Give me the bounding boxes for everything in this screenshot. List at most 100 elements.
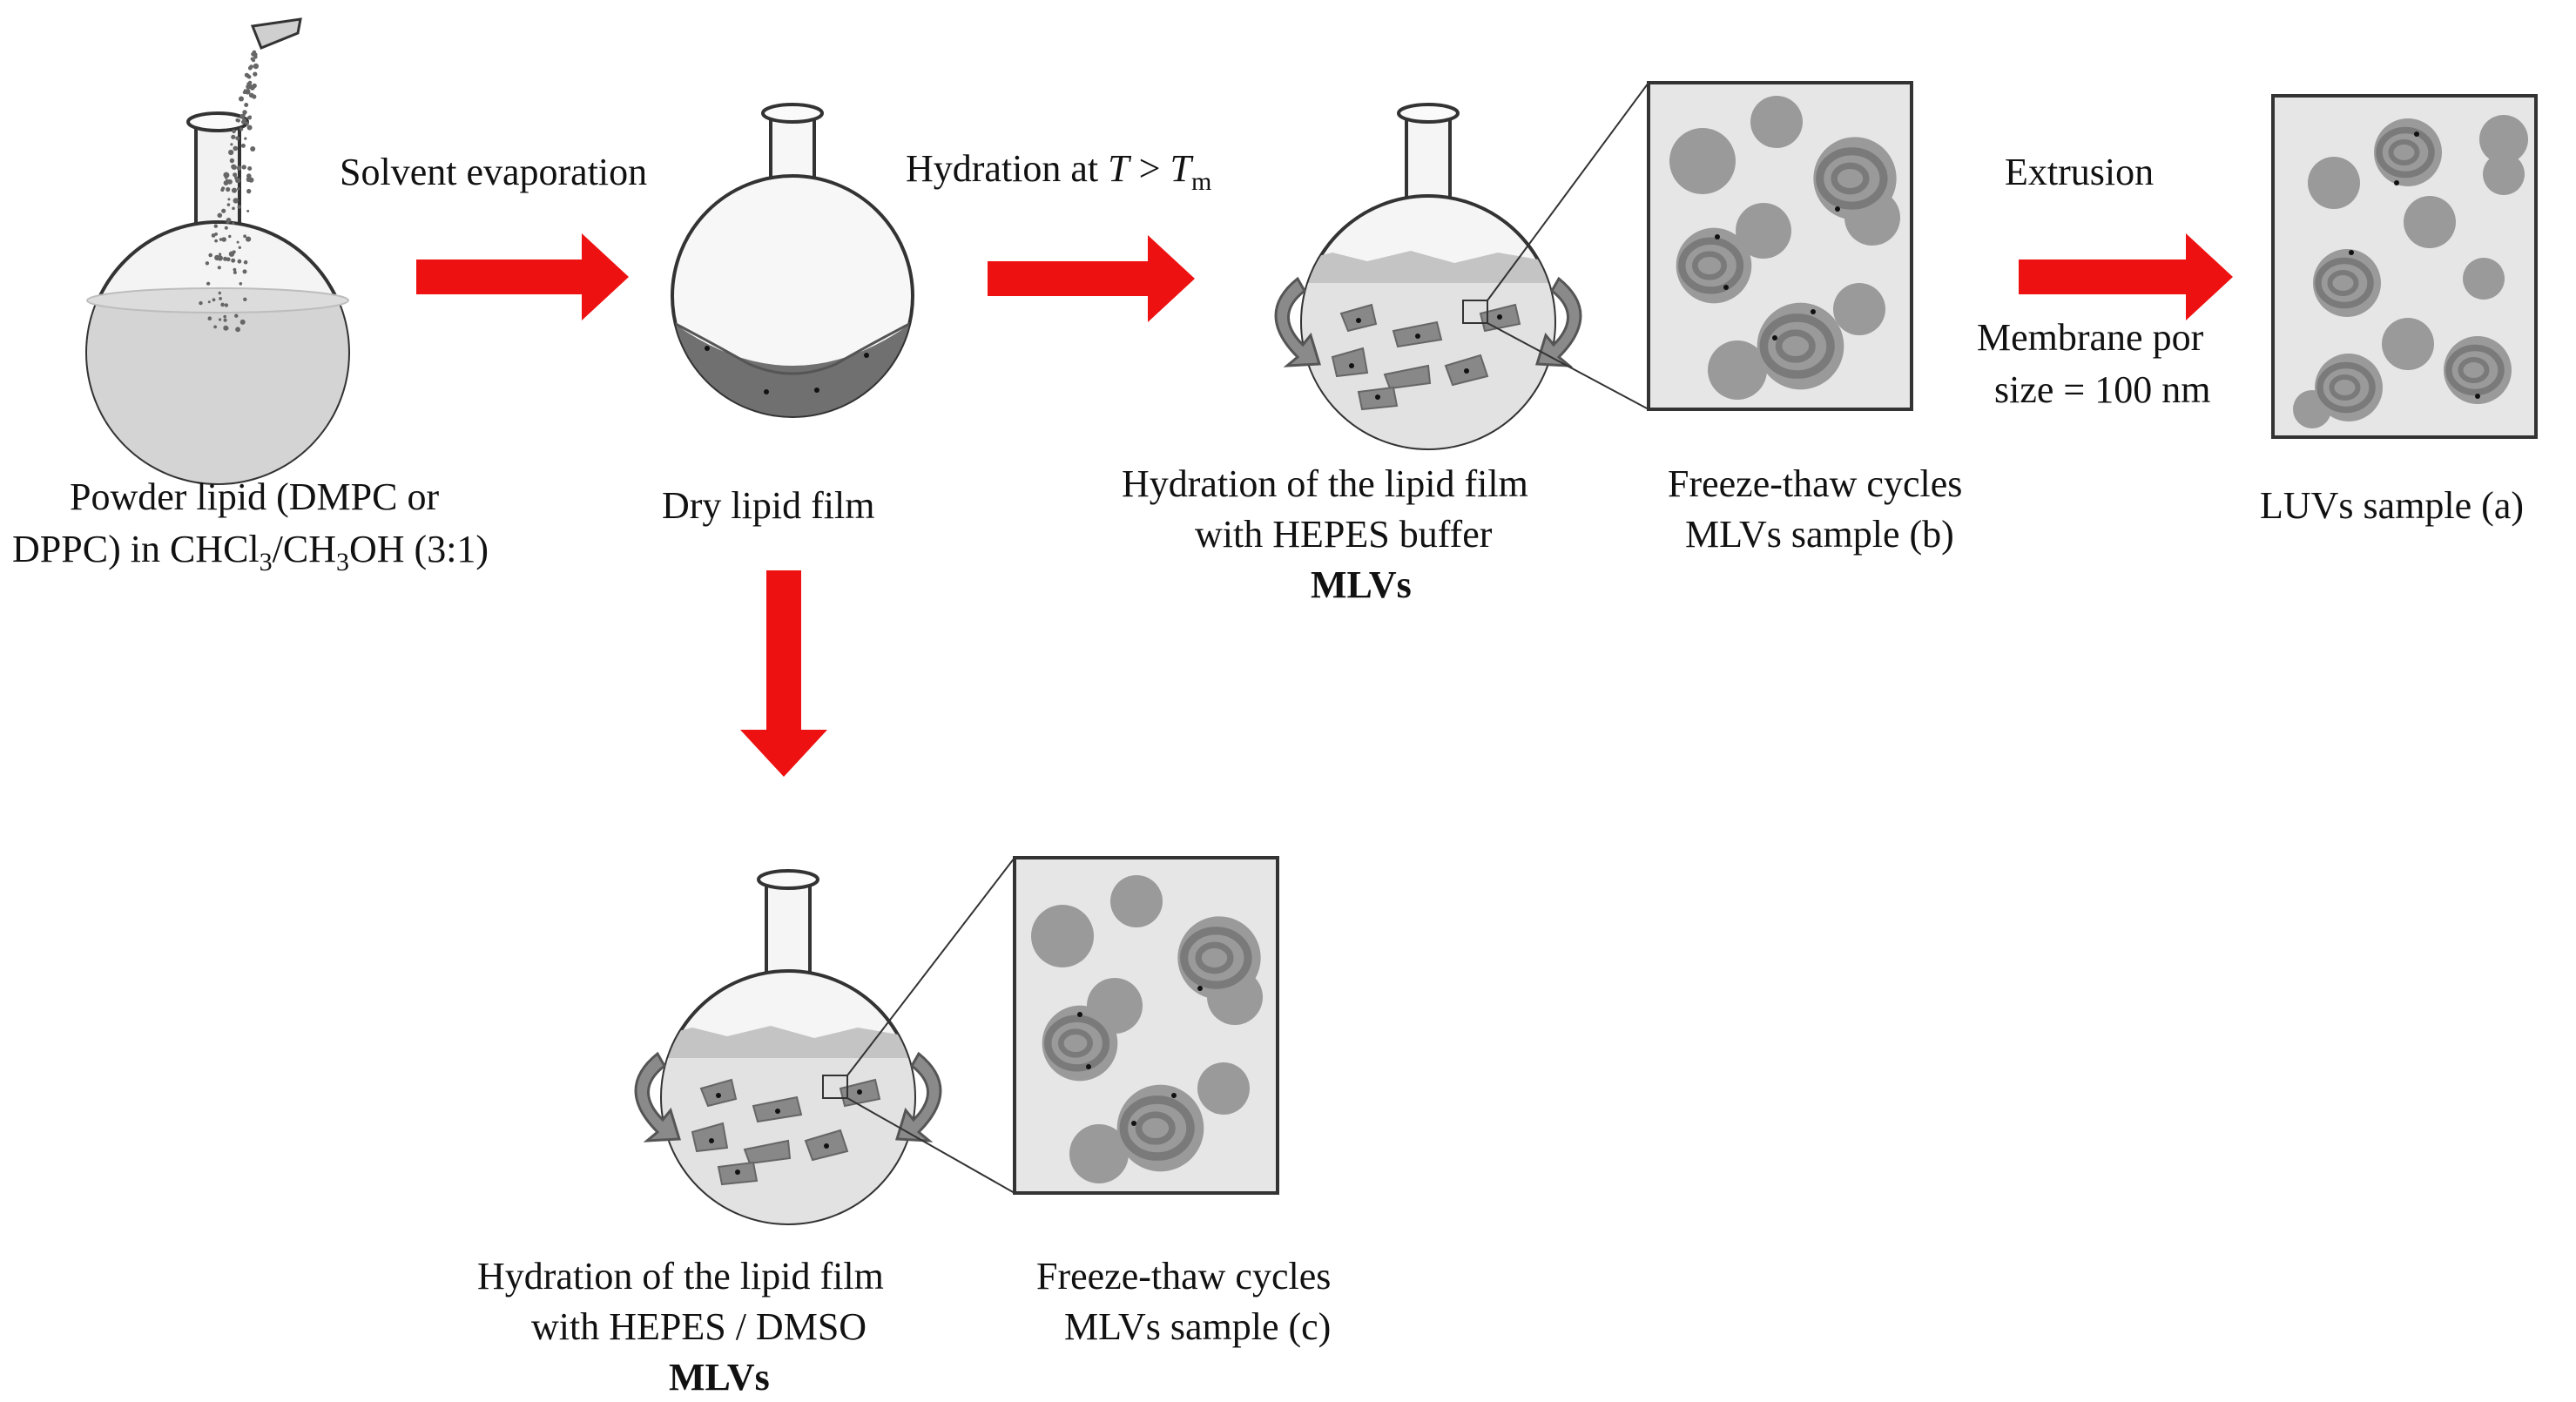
powder-particle [223,314,227,319]
zoom-region [1462,300,1488,324]
label-ft-bot-line1: Freeze-thaw cycles [1036,1255,1331,1298]
powder-particle [214,239,219,243]
powder-particle [226,327,229,330]
powder-particle [205,261,210,266]
powder-particle [219,318,222,321]
powder-particle [217,266,221,270]
powder-particle [240,143,246,148]
powder-particle [236,240,239,244]
zoom-line [846,1097,1015,1194]
label-ft-top-line1: Freeze-thaw cycles [1668,462,1962,505]
arrow-down-dmso [740,570,827,777]
rotate-right-icon [1535,276,1582,367]
powder-particle [252,58,256,63]
powder-particles [199,50,260,333]
powder-particle [236,187,240,191]
powder-particle [223,318,227,322]
powder-particle [212,298,216,302]
powder-particle [233,270,237,274]
zoom-line [1487,82,1649,301]
powder-particle [199,300,203,306]
label-powder-line1: Powder lipid (DMPC or [70,475,439,518]
zoom-line [1487,322,1649,410]
label-membrane-line1: Membrane por [1977,316,2204,359]
powder-particle [219,253,222,256]
powder-particle [249,84,255,91]
powder-particle [226,186,231,192]
powder-particle [246,179,250,182]
powder-particle [219,238,223,241]
powder-particle [232,222,235,226]
label-hydration-condition: Hydration at T > Tm [906,147,1211,196]
powder-particle [233,267,237,272]
powder-particle [233,145,239,152]
powder-particle [217,255,223,261]
powder-particle [248,177,254,183]
powder-particle [206,281,211,286]
powder-particle [241,165,246,170]
powder-particle [235,178,241,184]
zoom-line [846,857,1015,1076]
powder-particle [231,258,236,263]
powder-particle [244,103,249,107]
powder-particle [243,297,247,301]
label-solvent-evaporation: Solvent evaporation [340,151,647,193]
powder-particle [213,224,218,228]
powder-particle [228,149,234,156]
powder-particle [248,76,252,79]
powder-particle [214,233,219,236]
powder-particle [217,212,223,219]
powder-particle [242,112,246,116]
powder-particle [253,63,260,70]
spatula-icon [250,17,302,50]
panel-luvs-sample-a [2271,94,2538,439]
label-hyd-bot-line2: with HEPES / DMSO [531,1305,867,1348]
powder-particle [228,234,232,239]
label-hyd-bot-mlvs: MLVs [669,1356,770,1399]
powder-particle [246,188,252,194]
powder-particle [247,166,253,171]
powder-particle [246,82,250,85]
powder-particle [227,179,233,185]
powder-particle [239,127,244,131]
flask-hydration-hepes [1274,103,1582,450]
powder-particle [219,297,223,300]
label-hyd-top-mlvs: MLVs [1311,563,1412,606]
label-hyd-top-line2: with HEPES buffer [1195,513,1493,556]
powder-particle [229,158,235,164]
powder-particle [239,319,246,325]
powder-particle [239,282,243,286]
powder-particle [246,84,252,90]
powder-particle [226,203,231,206]
label-ft-top-line2: MLVs sample (b) [1685,513,1954,556]
powder-particle [253,72,258,77]
powder-particle [207,316,212,321]
powder-particle [248,115,252,119]
powder-particle [236,118,240,123]
powder-particle [242,269,247,274]
powder-particle [239,96,244,102]
powder-particle [221,186,226,191]
label-extrusion: Extrusion [2005,151,2154,193]
powder-particle [232,188,237,193]
powder-particle [208,253,212,258]
powder-particle [241,119,246,125]
powder-particle [242,90,246,95]
rotate-left-icon [634,1051,681,1142]
powder-particle [221,237,226,242]
powder-particle [224,226,228,230]
powder-particle [234,313,239,318]
arrow-hydration [988,235,1195,322]
powder-particle [226,220,230,224]
label-powder-line2: DPPC) in CHCl3/CH3OH (3:1) [12,528,489,576]
powder-particle [230,143,233,146]
powder-particle [235,136,240,141]
powder-particle [228,251,235,257]
powder-particle [224,303,229,307]
powder-particle [235,327,240,333]
powder-particle [231,134,236,139]
powder-particle [247,65,253,71]
powder-particle [218,291,221,295]
powder-particle [221,208,226,213]
